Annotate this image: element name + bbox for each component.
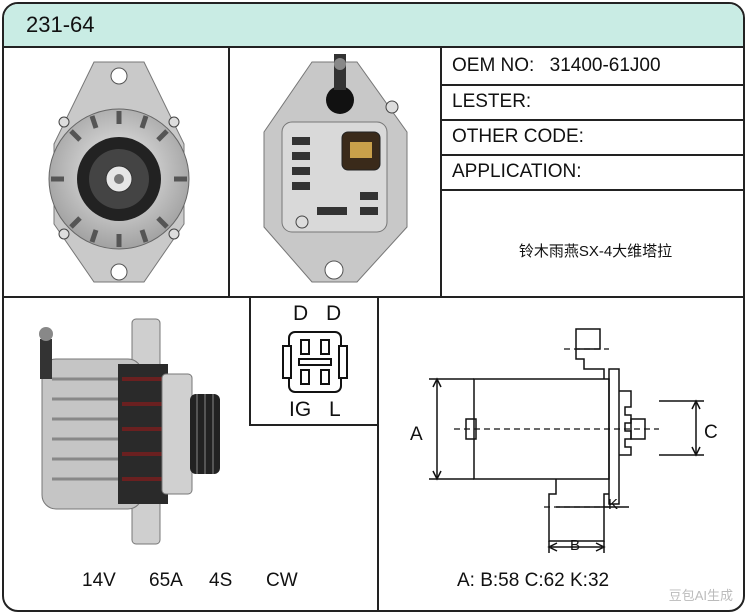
dimension-drawing [429, 328, 704, 553]
divider [4, 296, 743, 298]
oem-label: OEM NO: [452, 55, 535, 76]
oem-row: OEM NO: 31400-61J00 [452, 55, 661, 77]
connector-pin-top-right: D [326, 302, 342, 325]
connector-pin-bottom-right: L [329, 398, 341, 421]
divider [440, 189, 743, 191]
dimension-k-label: K [608, 496, 619, 513]
watermark: 豆包AI生成 [668, 588, 733, 603]
spec-rotation: CW [266, 570, 298, 591]
connector-pin-bottom-left: IG [289, 398, 312, 421]
connector-pin-top-left: D [293, 302, 309, 325]
spec-amperage: 65A [149, 570, 183, 591]
lester-label: LESTER: [452, 91, 532, 112]
alternator-front-image [48, 61, 190, 283]
alternator-side-image [39, 318, 220, 545]
divider [440, 46, 442, 298]
spec-voltage: 14V [82, 570, 116, 591]
part-number-title: 231-64 [26, 12, 95, 37]
divider [249, 298, 251, 426]
application-value: 铃木雨燕SX-4大维塔拉 [518, 243, 673, 260]
divider [228, 46, 230, 298]
divider [440, 84, 743, 86]
dimension-b-label: B [570, 537, 581, 554]
alternator-rear-image [263, 54, 408, 283]
oem-value: 31400-61J00 [549, 55, 661, 76]
divider [440, 154, 743, 156]
connector-plug-diagram [282, 331, 348, 393]
divider [377, 298, 379, 610]
other-code-label: OTHER CODE: [452, 126, 584, 147]
divider [440, 119, 743, 121]
dimension-c-label: C [704, 422, 718, 443]
application-label: APPLICATION: [452, 161, 582, 182]
header-bar: 231-64 [4, 4, 743, 48]
dimension-summary: A: B:58 C:62 K:32 [457, 570, 610, 591]
dimension-a-label: A [410, 424, 423, 445]
spec-groove: 4S [209, 570, 233, 591]
divider [249, 424, 379, 426]
